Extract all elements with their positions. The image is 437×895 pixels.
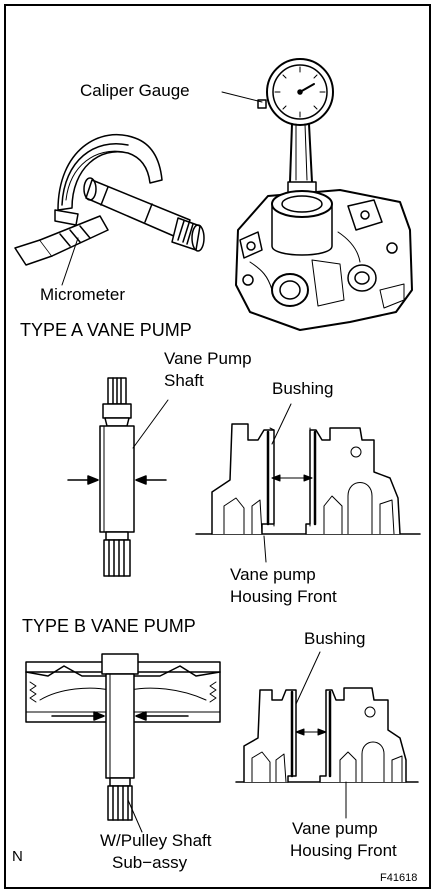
- figure-id: F41618: [380, 872, 418, 884]
- micrometer-label: Micrometer: [40, 285, 126, 304]
- bushing-b-label: Bushing: [304, 629, 366, 648]
- type-a-shaft-drawing: [67, 377, 169, 577]
- vane-pump-shaft-label-line2: Shaft: [164, 371, 204, 390]
- type-a-housing-drawing: [195, 403, 421, 563]
- type-b-title: TYPE B VANE PUMP: [22, 616, 196, 636]
- housing-b-label-line2: Housing Front: [290, 841, 397, 860]
- type-a-title: TYPE A VANE PUMP: [20, 320, 192, 340]
- pulley-shaft-label-line1: W/Pulley Shaft: [100, 831, 212, 850]
- corner-mark: N: [12, 848, 23, 865]
- caliper-gauge-label: Caliper Gauge: [80, 81, 190, 100]
- bushing-a-label: Bushing: [272, 379, 334, 398]
- caliper-gauge-illustration: [221, 58, 334, 197]
- micrometer-illustration: [14, 133, 205, 286]
- vane-pump-shaft-label-line1: Vane Pump: [164, 349, 252, 368]
- pump-body-illustration: [235, 189, 413, 331]
- housing-a-label-line1: Vane pump: [230, 565, 316, 584]
- type-b-housing-drawing: [235, 651, 419, 819]
- pulley-shaft-label-line2: Sub−assy: [112, 853, 188, 872]
- type-b-pulley-shaft-drawing: [25, 653, 221, 833]
- housing-a-label-line2: Housing Front: [230, 587, 337, 606]
- housing-b-label-line1: Vane pump: [292, 819, 378, 838]
- diagram-frame: [4, 4, 431, 889]
